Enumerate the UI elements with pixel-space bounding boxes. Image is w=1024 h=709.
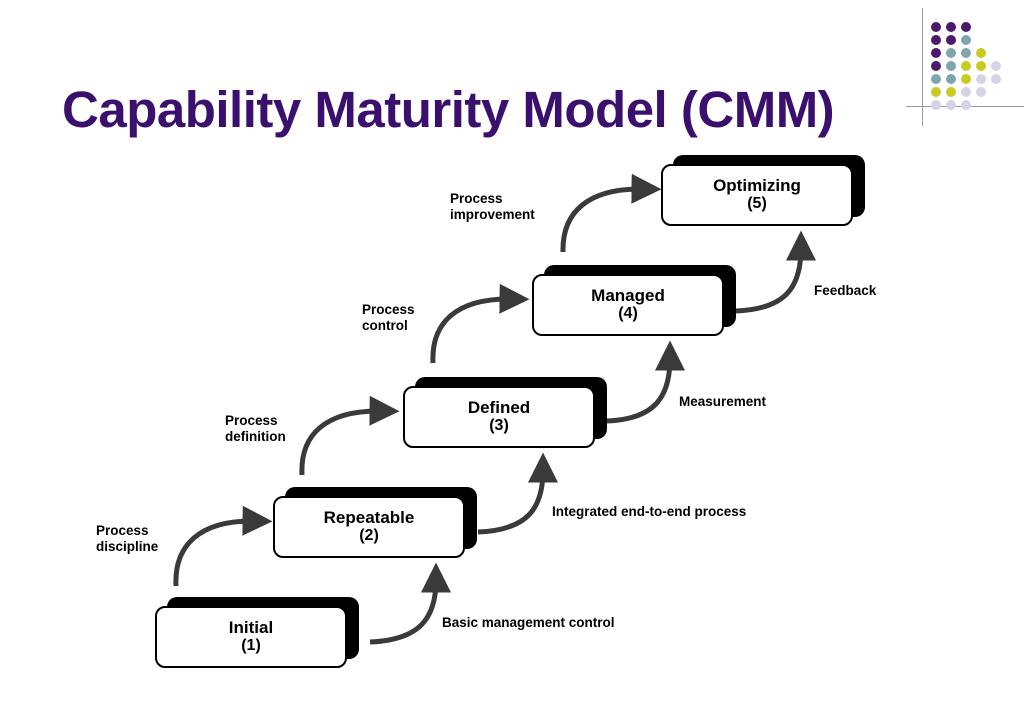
process-control-arrow (430, 283, 530, 364)
decorative-dot (946, 48, 956, 58)
stage-number: (2) (359, 527, 379, 544)
decorative-dot (976, 48, 986, 58)
label-process-definition: Process definition (225, 413, 286, 445)
measurement-arrow (606, 340, 685, 424)
stage-name: Defined (467, 398, 531, 417)
label-line: Process (362, 302, 415, 317)
label-line: Process (450, 191, 503, 206)
decorative-dot (931, 87, 941, 97)
label-line: Process (225, 413, 278, 428)
decorative-dot (961, 61, 971, 71)
stage-name: Repeatable (323, 508, 415, 527)
decorative-dot (931, 74, 941, 84)
decorative-dot (946, 74, 956, 84)
decorative-dot (946, 35, 956, 45)
label-line: discipline (96, 539, 159, 554)
basic-management-control-arrow (369, 562, 451, 645)
decorative-dot (961, 48, 971, 58)
process-improvement-arrow (560, 173, 662, 253)
label-process-discipline: Process discipline (96, 523, 158, 555)
stage-number: (3) (489, 417, 509, 434)
stage-managed: Managed (4) (532, 265, 736, 336)
stage-repeatable: Repeatable (2) (273, 487, 477, 558)
stage-number: (1) (241, 637, 261, 654)
decorative-dot (976, 61, 986, 71)
label-line: control (362, 318, 408, 333)
stage-optimizing: Optimizing (5) (661, 155, 865, 226)
label-integrated-process: Integrated end-to-end process (552, 504, 747, 519)
decorative-dot (946, 22, 956, 32)
decorative-dot (946, 87, 956, 97)
stage-defined: Defined (3) (403, 377, 607, 448)
feedback-arrow (735, 230, 816, 314)
decorative-dot (931, 22, 941, 32)
label-line: Process (96, 523, 149, 538)
decorative-dot-grid (931, 22, 1011, 122)
label-process-control: Process control (362, 302, 415, 334)
decorative-dot (991, 61, 1001, 71)
decorative-dot (946, 100, 956, 110)
stage-number: (4) (618, 305, 638, 322)
integrated-process-arrow (477, 452, 558, 535)
process-discipline-arrow (173, 505, 273, 587)
decorative-dot (976, 74, 986, 84)
label-process-improvement: Process improvement (450, 191, 535, 223)
label-basic-management-control: Basic management control (442, 615, 615, 630)
decorative-dot (961, 100, 971, 110)
decorative-dot (931, 61, 941, 71)
process-definition-arrow (299, 395, 400, 476)
label-line: improvement (450, 207, 535, 222)
decorative-dot (961, 87, 971, 97)
stage-name: Managed (591, 286, 665, 305)
stage-initial: Initial (1) (155, 597, 359, 668)
decorative-dot (976, 87, 986, 97)
decorative-dot (991, 74, 1001, 84)
label-line: definition (225, 429, 286, 444)
decorative-dot (961, 35, 971, 45)
decorative-dot (931, 100, 941, 110)
decorative-dot (931, 48, 941, 58)
stage-number: (5) (747, 195, 767, 212)
label-measurement: Measurement (679, 394, 767, 409)
page-title: Capability Maturity Model (CMM) (62, 81, 835, 138)
stage-name: Initial (228, 618, 274, 637)
decorative-dot (961, 22, 971, 32)
decorative-dot (961, 74, 971, 84)
stage-name: Optimizing (713, 176, 801, 195)
label-feedback: Feedback (814, 283, 877, 298)
decorative-dot (931, 35, 941, 45)
decorative-dot (946, 61, 956, 71)
decorative-divider-vertical (922, 8, 923, 126)
